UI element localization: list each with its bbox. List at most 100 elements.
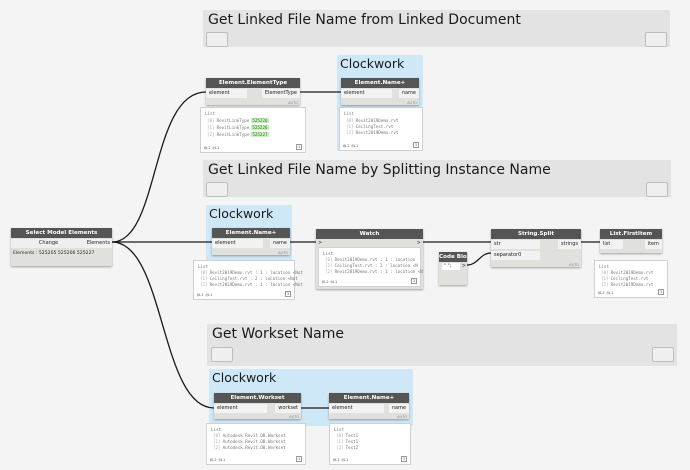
element-id-badge[interactable]: 525226	[251, 125, 269, 130]
group-collapse-button[interactable]	[206, 182, 228, 197]
change-selection-button[interactable]: Change	[11, 239, 86, 248]
list-item: [1]Test1	[336, 439, 359, 444]
input-port-list[interactable]: list	[600, 240, 623, 249]
item-text: Autodesk.Revit.DB.Workset	[222, 439, 286, 444]
input-port-element[interactable]: element	[214, 404, 267, 413]
group-collapse-button[interactable]	[211, 347, 233, 362]
node-code-block[interactable]: Code Block " "; >	[439, 252, 467, 285]
element-id-badge[interactable]: 525227	[251, 132, 269, 137]
node-title: Select Model Elements	[11, 228, 112, 238]
group-expand-button[interactable]	[646, 182, 668, 197]
item-text: Revit2019Demo.rvt : 1 : location <Not	[209, 282, 303, 287]
node-element-name-bottom[interactable]: Element.Name+ element name AUTO	[329, 393, 409, 419]
group-expand-button[interactable]	[652, 347, 674, 362]
preview-list-label: List	[334, 427, 345, 432]
output-port-name[interactable]: name	[398, 89, 419, 98]
item-text: CeilingTest.rvt : 2 : location <N	[334, 263, 418, 268]
group-collapse-button[interactable]	[206, 32, 228, 47]
node-element-name-mid[interactable]: Element.Name+ element name AUTO	[212, 228, 290, 255]
node-title: Element.Name+	[212, 228, 290, 238]
preview-list-label: List	[198, 264, 209, 269]
preview-footer: @L2 @L1	[333, 458, 349, 462]
node-title: Watch	[316, 229, 423, 239]
watch-output-port[interactable]: >	[416, 240, 421, 246]
preview-footer: @L2 @L1	[322, 280, 338, 284]
output-port-elements[interactable]: Elements	[84, 239, 112, 248]
output-port-workset[interactable]: workset	[275, 404, 301, 413]
list-item: [0]Revit2019Demo.rvt	[601, 270, 654, 275]
input-port-element[interactable]: element	[212, 239, 263, 248]
node-element-name-top[interactable]: Element.Name+ element name AUTO	[341, 78, 419, 105]
node-title: Element.Name+	[329, 393, 409, 403]
node-select-model-elements[interactable]: Select Model Elements Change Elements El…	[11, 228, 112, 266]
item-text: RevitLinkType	[216, 132, 250, 137]
wire-select-to-workset	[111, 241, 215, 409]
code-input[interactable]: " ";	[442, 263, 460, 270]
preview-count: 3	[295, 144, 302, 150]
group-expand-button[interactable]	[645, 32, 667, 47]
element-id-badge[interactable]: 525226	[251, 118, 269, 123]
group-title: Clockwork	[209, 206, 274, 221]
node-title: Code Block	[439, 252, 467, 262]
input-port-separator[interactable]: separator0	[491, 251, 540, 260]
watch-input-port[interactable]: >	[318, 240, 323, 246]
input-port-element[interactable]: element	[206, 89, 247, 98]
input-port-str[interactable]: str	[491, 240, 540, 249]
preview-count: 3	[657, 289, 664, 295]
output-port-name[interactable]: name	[269, 239, 290, 248]
item-text: Revit2019Demo.rvt	[610, 270, 654, 275]
list-item: [2]Revit2019Demo.rvt : 1 : location <N	[325, 269, 423, 274]
list-item: [2]Revit2019Demo.rvt : 1 : location <Not	[200, 282, 303, 287]
node-element-elementtype[interactable]: Element.ElementType element ElementType …	[206, 78, 300, 105]
preview-list-label: List	[323, 251, 334, 256]
output-port-name[interactable]: name	[388, 404, 409, 413]
output-port-item[interactable]: item	[644, 240, 662, 249]
preview-name-top: List [0]Revit2019Demo.rvt [1]CeilingTest…	[339, 107, 423, 151]
output-port-strings[interactable]: strings	[558, 240, 581, 249]
item-text: Revit2019Demo.rvt	[610, 282, 654, 287]
group-title: Get Linked File Name from Linked Documen…	[208, 12, 521, 28]
node-title: Element.Name+	[341, 78, 419, 88]
group-splitting-instance-name[interactable]: Get Linked File Name by Splitting Instan…	[203, 160, 671, 197]
node-title: String.Split	[491, 229, 581, 239]
lacing-indicator: AUTO	[407, 101, 417, 105]
item-text: Autodesk.Revit.DB.Workset	[222, 433, 286, 438]
lacing-indicator: AUTO	[397, 415, 407, 419]
lacing-indicator: AUTO	[569, 263, 579, 267]
group-workset-name[interactable]: Get Workset Name	[207, 324, 677, 366]
group-linked-document[interactable]: Get Linked File Name from Linked Documen…	[203, 10, 670, 47]
group-title: Clockwork	[340, 56, 405, 71]
preview-footer: @L2 @L1	[197, 293, 213, 297]
input-port-element[interactable]: element	[329, 404, 384, 413]
list-item: [2]Revit2019Demo.rvt	[346, 130, 399, 135]
item-text: Test1	[345, 433, 359, 438]
lacing-indicator: AUTO	[289, 415, 299, 419]
watch-display: List [0]Revit2019Demo.rvt : 1 : location…	[318, 247, 423, 287]
item-text: CeilingTest.rvt	[355, 124, 394, 129]
input-port-element[interactable]: element	[341, 89, 392, 98]
codeblock-output-port[interactable]: >	[461, 263, 466, 269]
item-text: Test2	[345, 445, 359, 450]
item-text: CeilingTest.rvt	[610, 276, 649, 281]
list-item: [1]CeilingTest.rvt	[601, 276, 649, 281]
item-text: CeilingTest.rvt : 2 : location <Not	[209, 276, 298, 281]
list-item: [1]CeilingTest.rvt : 2 : location <N	[325, 263, 418, 268]
node-watch[interactable]: Watch > > List [0]Revit2019Demo.rvt : 1 …	[316, 229, 423, 289]
wire-select-to-elementtype	[111, 91, 207, 243]
preview-name-mid: List [0]Revit2019Demo.rvt : 1 : location…	[193, 260, 303, 300]
node-list-firstitem[interactable]: List.FirstItem list item	[600, 229, 662, 253]
item-text: Revit2019Demo.rvt	[355, 130, 399, 135]
node-element-workset[interactable]: Element.Workset element workset AUTO	[214, 393, 301, 419]
list-item: [2]Autodesk.Revit.DB.Workset	[213, 445, 286, 450]
node-string-split[interactable]: String.Split str strings separator0 AUTO	[491, 229, 581, 267]
output-port-elementtype[interactable]: ElementType	[261, 89, 300, 98]
item-text: RevitLinkType	[216, 118, 250, 123]
preview-count: 3	[410, 278, 417, 284]
preview-footer: @L2 @L1	[210, 458, 226, 462]
list-item: [0]Revit2019Demo.rvt : 1 : location <Not	[200, 270, 303, 275]
